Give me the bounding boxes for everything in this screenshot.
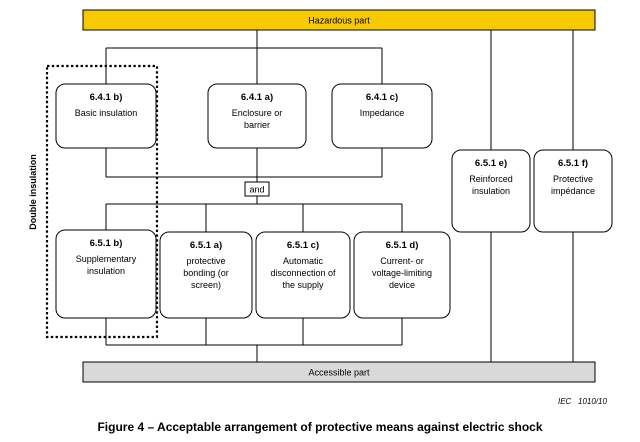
box-description-line: device <box>389 280 415 290</box>
box-clause-id: 6.5.1 b) <box>90 238 123 249</box>
and-label: and <box>249 185 264 195</box>
box-impedance: 6.4.1 c) Impedance <box>331 83 433 149</box>
box-description-line: Basic insulation <box>75 108 138 118</box>
box-description-line: protective <box>186 256 225 266</box>
box-basic: 6.4.1 b) Basic insulation <box>55 83 157 149</box>
box-frame <box>159 231 253 319</box>
box-frame <box>533 149 613 233</box>
box-protective-impedance: 6.5.1 f) Protective impédance <box>533 149 613 233</box>
box-description-line: Impedance <box>360 108 405 118</box>
connector-lines <box>105 30 574 362</box>
accessible-part-bar <box>82 361 596 383</box>
protective-means-boxes: 6.4.1 b) Basic insulation 6.4.1 a) Enclosur… <box>55 83 613 319</box>
box-description-line: disconnection of <box>270 268 336 278</box>
hazardous-part-label: Hazardous part <box>308 16 370 26</box>
iec-reference: IEC 1010/10 <box>558 397 607 406</box>
box-clause-id: 6.5.1 e) <box>475 158 507 169</box>
box-clause-id: 6.4.1 c) <box>366 92 398 103</box>
box-frame <box>451 149 531 233</box>
box-description-line: voltage-limiting <box>372 268 432 278</box>
box-frame <box>207 83 307 149</box>
box-description-line: screen) <box>191 280 221 290</box>
box-frame <box>55 83 157 149</box>
hazardous-part-bar <box>82 9 596 31</box>
box-description-line: insulation <box>87 266 125 276</box>
box-clause-id: 6.5.1 a) <box>190 240 222 251</box>
figure-caption: Figure 4 – Acceptable arrangement of pro… <box>97 420 543 434</box>
protective-means-diagram: Hazardous part Accessible part <box>28 9 613 406</box>
box-description-line: Supplementary <box>76 254 137 264</box>
and-box <box>244 181 270 197</box>
box-reinforced: 6.5.1 e) Reinforced insulation <box>451 149 531 233</box>
box-description-line: bonding (or <box>183 268 229 278</box>
box-description-line: Reinforced <box>469 174 513 184</box>
box-description-line: barrier <box>244 120 270 130</box>
box-clause-id: 6.5.1 f) <box>558 158 588 169</box>
box-description-line: insulation <box>472 186 510 196</box>
box-description-line: the supply <box>282 280 324 290</box>
box-description-line: Current- or <box>380 256 424 266</box>
box-bonding: 6.5.1 a) protective bonding (or screen) <box>159 231 253 319</box>
box-description-line: Enclosure or <box>232 108 283 118</box>
box-description-line: Protective <box>553 174 593 184</box>
box-frame <box>55 229 157 319</box>
double-insulation-label: Double insulation <box>28 154 38 230</box>
box-frame <box>331 83 433 149</box>
box-clause-id: 6.4.1 a) <box>241 92 273 103</box>
double-insulation-frame <box>45 64 159 339</box>
box-clause-id: 6.5.1 d) <box>386 240 419 251</box>
box-supplementary: 6.5.1 b) Supplementary insulation <box>55 229 157 319</box>
box-enclosure: 6.4.1 a) Enclosure or barrier <box>207 83 307 149</box>
box-description-line: impédance <box>551 186 595 196</box>
box-limiting: 6.5.1 d) Current- or voltage-limiting devic… <box>353 231 451 319</box>
accessible-part-label: Accessible part <box>308 368 370 378</box>
box-frame <box>353 231 451 319</box>
box-disconnection: 6.5.1 c) Automatic disconnection of the sup… <box>255 231 351 319</box>
box-clause-id: 6.5.1 c) <box>287 240 319 251</box>
box-description-line: Automatic <box>283 256 324 266</box>
box-frame <box>255 231 351 319</box>
box-clause-id: 6.4.1 b) <box>90 92 123 103</box>
